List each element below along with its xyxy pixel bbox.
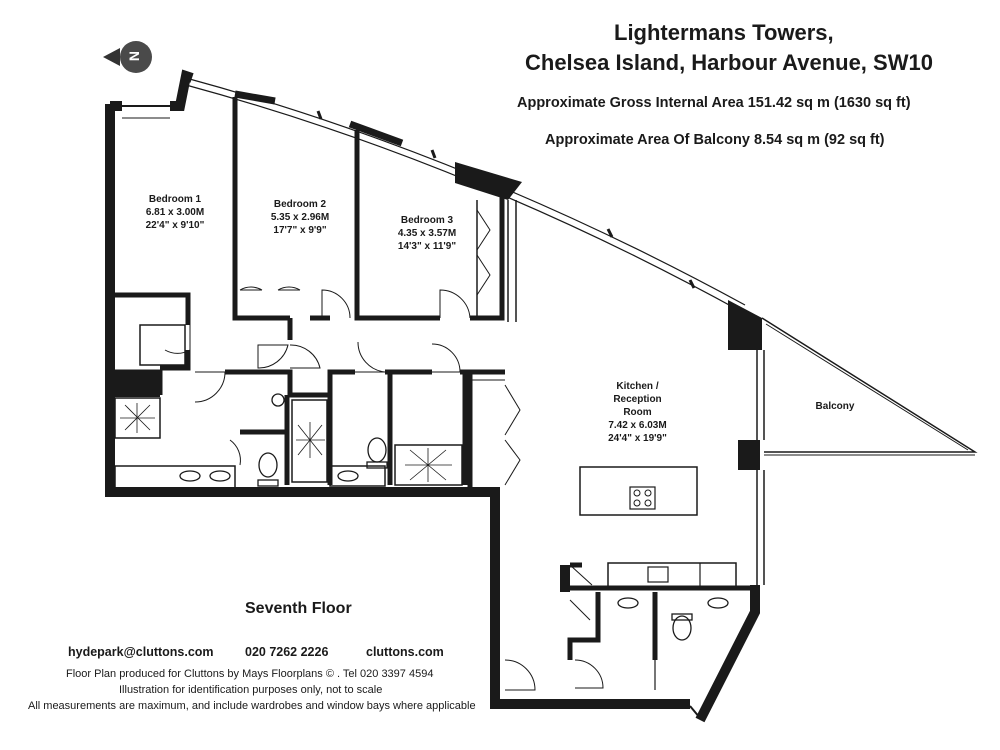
floor-name: Seventh Floor — [245, 600, 352, 617]
curved-window-wall — [185, 77, 746, 313]
footer-line-3: All measurements are maximum, and includ… — [28, 700, 476, 712]
shower-enclosure — [291, 399, 328, 483]
cupboard — [139, 324, 186, 366]
shower-enclosure — [114, 397, 161, 439]
compass-label: N — [126, 50, 143, 62]
toilet — [366, 437, 388, 469]
kitchen-glazed-wall — [756, 350, 765, 585]
hob — [629, 486, 656, 510]
outer-walls — [105, 69, 760, 723]
compass-icon — [103, 41, 152, 73]
bidet — [271, 393, 285, 407]
lower-bathroom-walls — [567, 562, 755, 660]
vanity-counter — [329, 465, 386, 487]
footer-line-2: Illustration for identification purposes… — [119, 684, 383, 696]
basin — [179, 470, 201, 482]
wardrobe-partition — [476, 200, 517, 322]
toilet — [257, 452, 279, 487]
footer-line-1: Floor Plan produced for Cluttons by Mays… — [66, 668, 434, 680]
vanity-counter — [114, 465, 236, 489]
room-balcony: Balcony — [815, 401, 855, 412]
basin — [337, 470, 359, 482]
interior-walls — [110, 97, 505, 371]
contact-email: hydepark@cluttons.com — [68, 645, 214, 659]
title-line-1: Lightermans Towers, — [614, 20, 834, 45]
balcony-outline — [761, 317, 978, 456]
basin — [707, 597, 729, 609]
room-bedroom-2: Bedroom 2 5.35 x 2.96M 17'7" x 9'9" — [270, 199, 330, 236]
basin — [209, 470, 231, 482]
room-bedroom-1: Bedroom 1 6.81 x 3.00M 22'4" x 9'10" — [145, 194, 205, 231]
bathroom-walls — [110, 369, 505, 490]
structural-column — [455, 162, 522, 200]
room-bedroom-3: Bedroom 3 4.35 x 3.57M 14'3" x 11'9" — [397, 215, 457, 252]
door-swings — [164, 209, 604, 691]
window — [689, 705, 701, 719]
shower-enclosure — [394, 444, 463, 486]
title-line-2: Chelsea Island, Harbour Avenue, SW10 — [525, 50, 933, 75]
contact-website: cluttons.com — [366, 645, 444, 659]
basin — [617, 597, 639, 609]
shower-tray-marks — [120, 403, 452, 482]
toilet — [671, 613, 693, 641]
kitchen-counter — [607, 562, 737, 588]
balcony-area: Approximate Area Of Balcony 8.54 sq m (9… — [545, 132, 885, 148]
structural-column — [738, 440, 760, 470]
room-kitchen-reception: Kitchen / Reception Room 7.42 x 6.03M 24… — [608, 381, 667, 444]
contact-phone: 020 7262 2226 — [245, 645, 329, 659]
wall-block — [110, 372, 160, 397]
gross-area: Approximate Gross Internal Area 151.42 s… — [517, 95, 911, 111]
kitchen-island — [579, 466, 698, 516]
structural-column — [728, 300, 762, 350]
kitchen-sink — [647, 566, 669, 583]
